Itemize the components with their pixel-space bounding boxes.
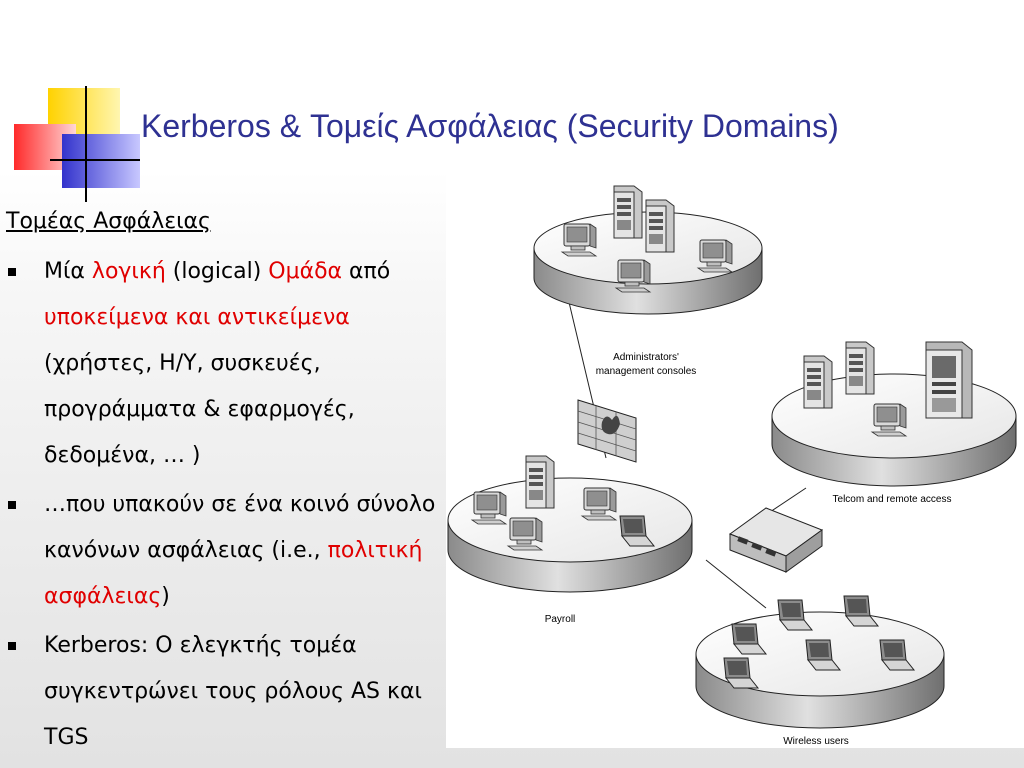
network-diagram: Administrators' management consoles Telc… (446, 168, 1024, 748)
slide-title: Kerberos & Τομείς Ασφάλειας (Security Do… (141, 108, 839, 144)
bullet3-text: Kerberos: Ο ελεγκτής τομέα συγκεντρώνει … (44, 633, 422, 750)
label-payroll: Payroll (545, 614, 576, 625)
bullet-list: Μία λογική (logical) Ομάδα από υποκείμεν… (6, 249, 442, 761)
bullet-item-1: Μία λογική (logical) Ομάδα από υποκείμεν… (6, 249, 442, 479)
label-admin-line2: management consoles (596, 366, 697, 377)
bullet1-text-a: Μία (44, 259, 92, 284)
text-column: Τομέας Ασφάλειας Μία λογική (logical) Ομ… (6, 207, 442, 764)
slide-logo (0, 0, 140, 210)
label-admin-line1: Administrators' (613, 352, 679, 363)
bullet1-text-c: από (342, 259, 391, 284)
platform-wireless (695, 595, 945, 729)
platform-payroll (447, 455, 693, 593)
bullet-item-2: …που υπακούν σε ένα κοινό σύνολο κανόνων… (6, 482, 442, 620)
bullet1-highlight-subjects: υποκείμενα και αντικείμενα (44, 305, 350, 330)
bullet2-text-b: ) (161, 584, 170, 609)
label-wireless: Wireless users (783, 736, 849, 747)
platform-admin (533, 185, 763, 315)
firewall-icon (577, 399, 637, 463)
bullet-item-3: Kerberos: Ο ελεγκτής τομέα συγκεντρώνει … (6, 623, 442, 761)
platform-telcom (771, 341, 1017, 487)
bullet1-highlight-logical: λογική (91, 259, 166, 284)
bullet1-text-d: (χρήστες, Η/Υ, συσκευές, προγράμματα & ε… (44, 351, 355, 468)
bullet1-text-b: (logical) (165, 259, 269, 284)
bullet2-highlight-policy: πολιτική ασφάλειας (44, 538, 423, 609)
section-heading: Τομέας Ασφάλειας (6, 209, 211, 234)
network-switch-icon (728, 507, 824, 573)
label-telcom: Telcom and remote access (833, 494, 952, 505)
bullet2-text-a: …που υπακούν σε ένα κοινό σύνολο κανόνων… (44, 492, 436, 563)
bullet1-highlight-group: Ομάδα (268, 259, 343, 284)
